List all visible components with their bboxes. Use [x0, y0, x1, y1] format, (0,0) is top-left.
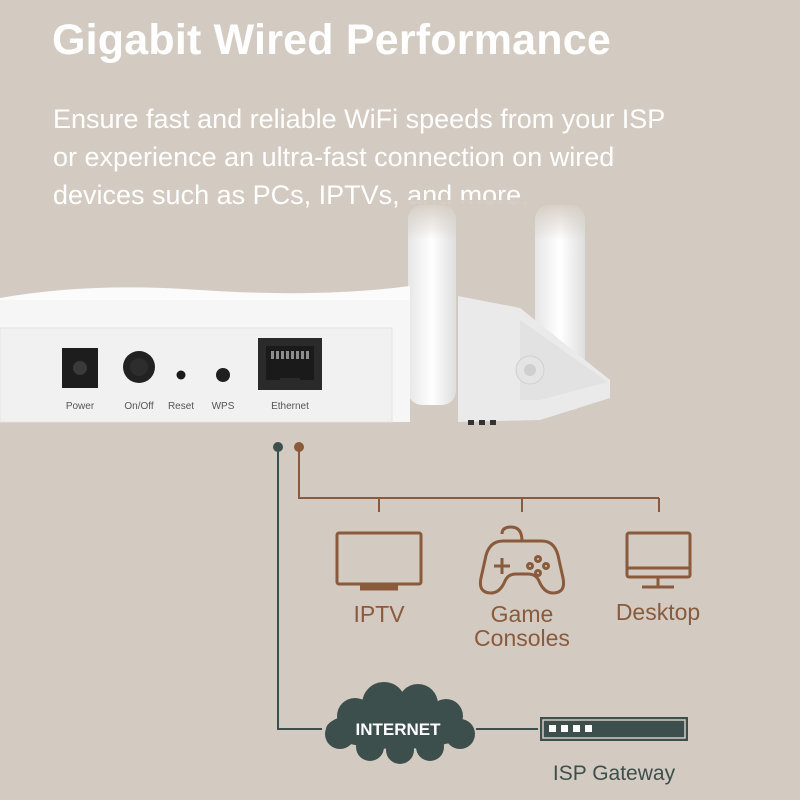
- internet-label: INTERNET: [356, 720, 442, 739]
- iptv-label: IPTV: [353, 601, 405, 627]
- isp-gateway-label: ISP Gateway: [553, 762, 676, 785]
- wan-connection: [273, 442, 538, 730]
- cloud-icon: [325, 682, 475, 764]
- tv-icon: [335, 531, 423, 591]
- antenna-left: [408, 205, 456, 405]
- description-line-2: or experience an ultra-fast connection o…: [53, 142, 615, 172]
- router: Power On/Off Reset WPS Ethernet: [0, 200, 610, 425]
- gateway-icon: [540, 717, 688, 741]
- desktop-label: Desktop: [616, 599, 700, 625]
- lan-connection: [294, 442, 660, 512]
- label-power: Power: [66, 401, 95, 412]
- monitor-icon: [625, 531, 692, 589]
- game-consoles-label-line2: Consoles: [474, 625, 570, 651]
- label-wps: WPS: [212, 401, 235, 412]
- description-line-1: Ensure fast and reliable WiFi speeds fro…: [53, 104, 666, 134]
- wps-button: [216, 368, 230, 382]
- game-consoles-label-line1: Game: [491, 601, 554, 627]
- headline: Gigabit Wired Performance: [52, 16, 611, 64]
- gamepad-icon: [479, 525, 565, 595]
- label-ethernet: Ethernet: [271, 401, 309, 412]
- label-on-off: On/Off: [124, 401, 153, 412]
- label-reset: Reset: [168, 401, 194, 412]
- reset-hole: [176, 370, 186, 380]
